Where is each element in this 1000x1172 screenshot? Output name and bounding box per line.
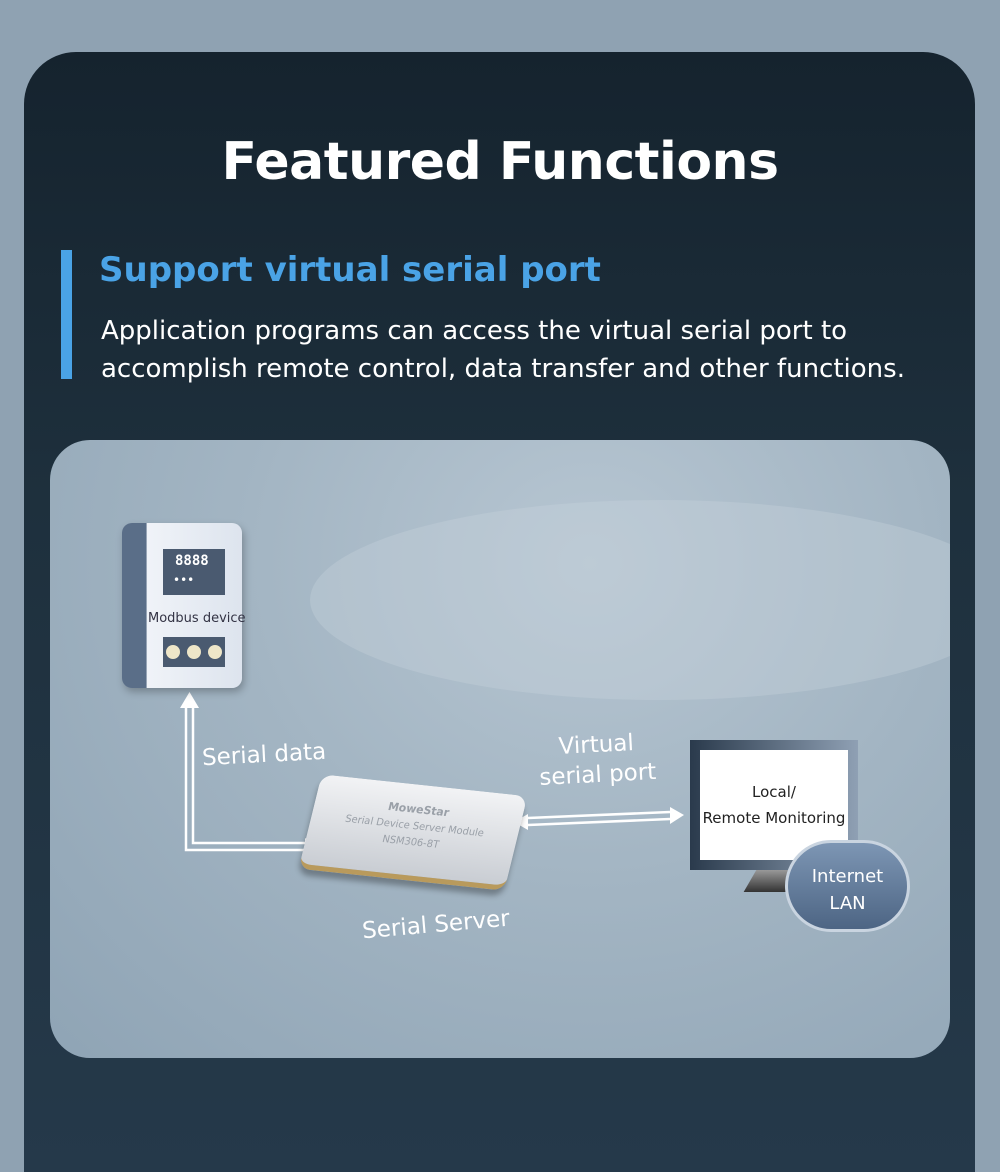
virtual-arrow-line-2 <box>527 817 671 827</box>
cloud-line1: Internet <box>811 866 884 887</box>
cloud-line2: LAN <box>829 893 866 914</box>
background-hill <box>310 500 950 700</box>
terminal-block <box>163 637 225 667</box>
serial-arrow-line-2 <box>191 705 305 845</box>
feature-heading: Support virtual serial port <box>99 250 601 290</box>
screw-icon <box>166 645 181 659</box>
modbus-device: 8888 ••• Modbus device <box>122 523 246 688</box>
display-dots: ••• <box>173 573 195 587</box>
virtual-serial-port-label: Virtual serial port <box>531 727 664 794</box>
device-display: 8888 ••• <box>163 549 225 595</box>
feature-description: Application programs can access the virt… <box>101 316 905 384</box>
page-title: Featured Functions <box>221 132 779 192</box>
diagram-panel: 8888 ••• Modbus device Serial data MoweS… <box>50 440 950 1058</box>
monitor-line1: Local/ <box>752 783 796 801</box>
arrowhead-up <box>180 692 199 708</box>
serial-arrow-line-1 <box>184 705 305 852</box>
accent-bar <box>61 250 72 379</box>
screw-icon <box>186 645 201 659</box>
monitor: Local/ Remote Monitoring <box>690 740 858 870</box>
screw-icon <box>207 645 222 659</box>
cloud-icon: Internet LAN <box>785 840 910 932</box>
monitor-line2: Remote Monitoring <box>702 809 846 827</box>
virtual-arrow-line-1 <box>527 810 671 820</box>
display-digits: 8888 <box>175 553 209 569</box>
arrowhead-right-2 <box>670 807 684 824</box>
modbus-device-label: Modbus device <box>148 611 246 626</box>
